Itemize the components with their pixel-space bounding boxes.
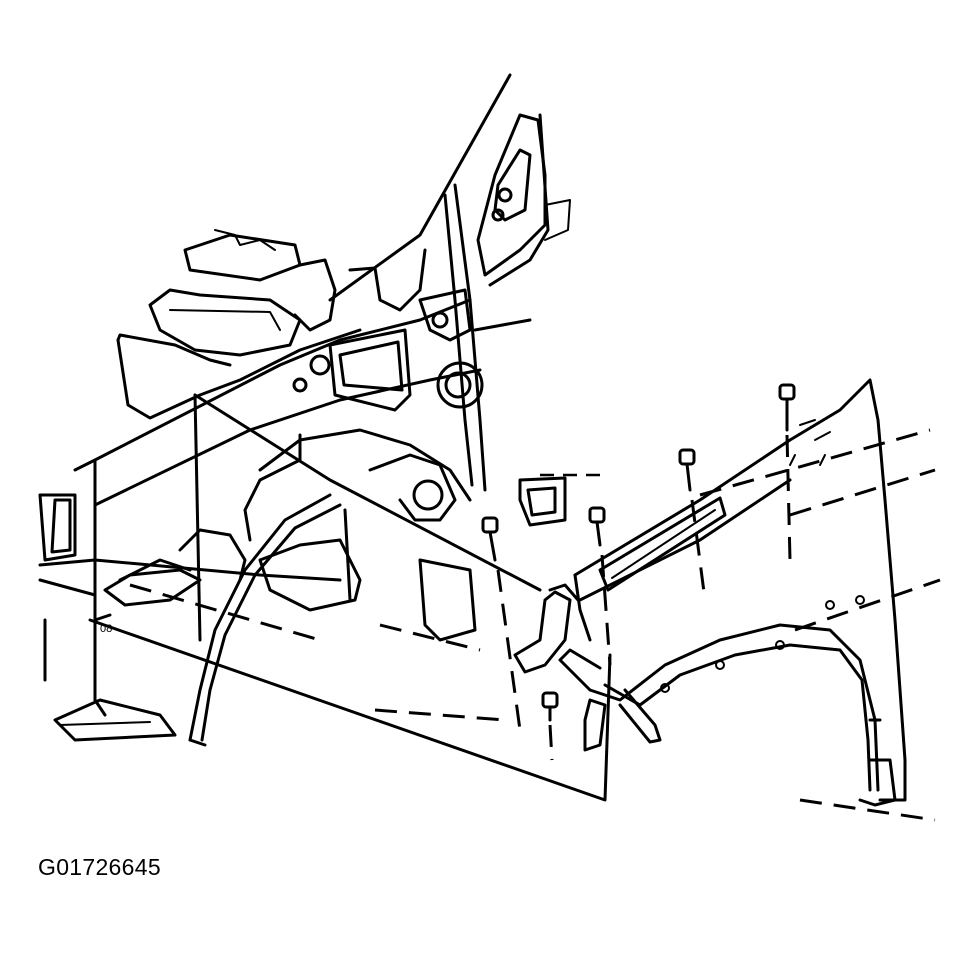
lower-bracket (513, 583, 607, 752)
fender-bolt-top-middle (678, 448, 707, 601)
front-structure: 08 (38, 493, 342, 742)
figure-id-label: G01726645 (38, 854, 161, 880)
a-pillar (328, 73, 571, 492)
upper-rail (73, 288, 532, 512)
fender-panel (558, 378, 907, 807)
fender-outline-guide (88, 393, 612, 802)
fender-bolt-lower-left (481, 516, 522, 731)
wheel-opening-left (188, 493, 342, 747)
fender-bolt-top-rear (778, 383, 796, 561)
fender-bolt-top-front (588, 506, 612, 666)
inner-wheelhouse (178, 428, 567, 642)
cowl-area (116, 229, 427, 420)
alignment-lines (129, 428, 941, 822)
fender-bolt-lower-bracket (541, 691, 559, 761)
